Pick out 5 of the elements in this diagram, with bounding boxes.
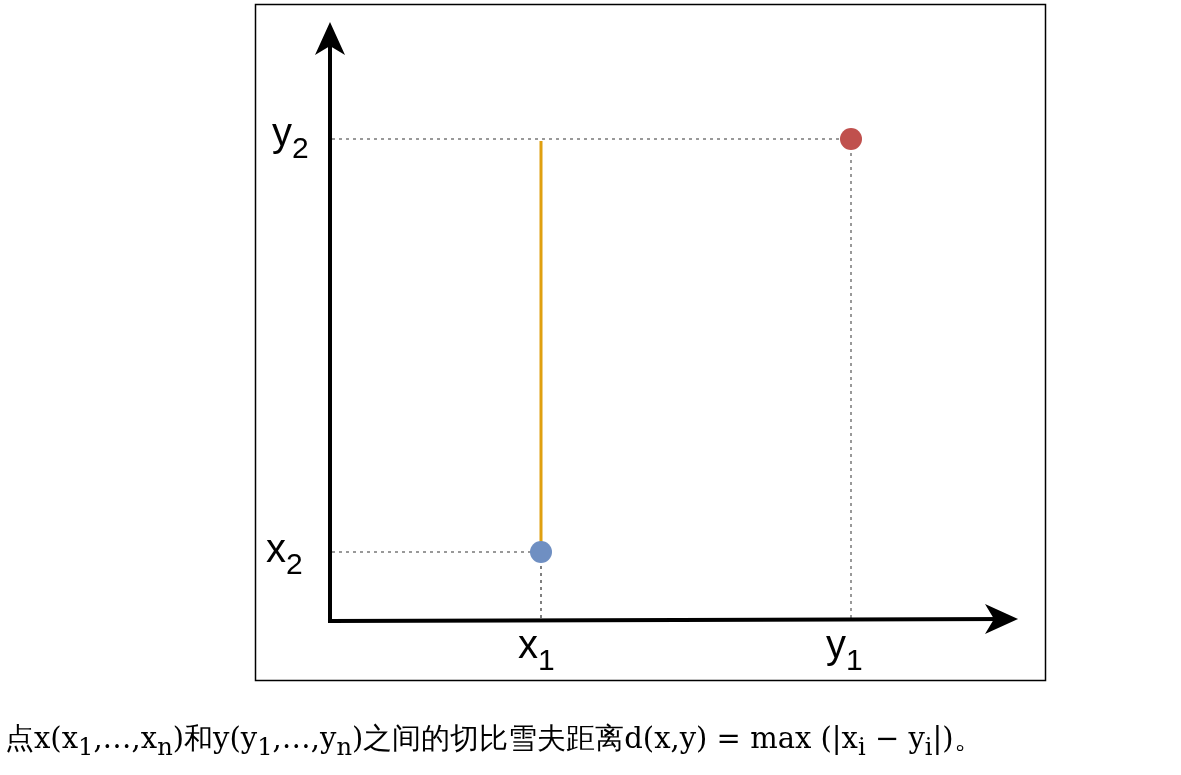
axis-label: y$_{2}$ bbox=[272, 110, 309, 166]
axis-label: x$_{1}$ bbox=[518, 622, 555, 678]
caption: 点x(x$_{1}$,…,x$_{n}$)和y(y$_{1}$,…,y$_{n}$)之间的切比雪夫距离d(x,y) = max (|x$_{i}$ − y$_{i}$|)。 bbox=[5, 720, 983, 763]
axis-label: y$_{1}$ bbox=[826, 622, 863, 678]
axis-label: x$_{2}$ bbox=[266, 526, 303, 582]
